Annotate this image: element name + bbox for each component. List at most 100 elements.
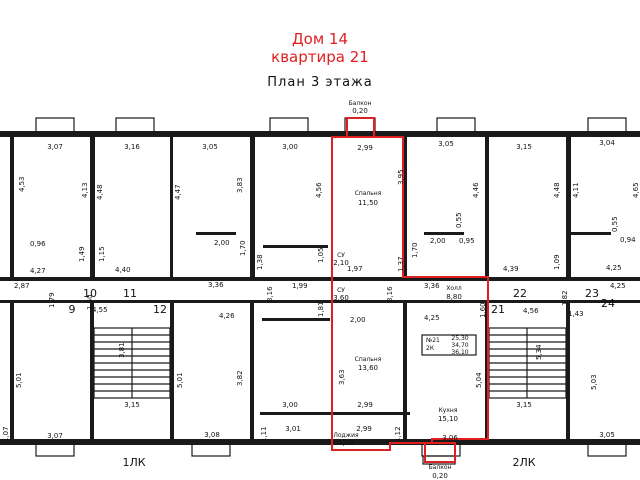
plan-title: План 3 этажа <box>267 75 373 90</box>
svg-text:4,25: 4,25 <box>610 282 626 290</box>
loggia-name: Лоджия <box>333 432 359 439</box>
corridor-wall-top <box>0 277 640 281</box>
apt-number-24: 24 <box>601 297 615 310</box>
svg-text:1,60: 1,60 <box>86 294 94 310</box>
svg-text:5,04: 5,04 <box>475 372 483 388</box>
hall-name: Холл <box>446 285 462 292</box>
svg-text:4,55: 4,55 <box>92 306 108 314</box>
balcony-bottom-area: 0,20 <box>432 472 448 480</box>
apt-number-23: 23 <box>585 287 599 300</box>
svg-text:3,00: 3,00 <box>282 143 298 151</box>
svg-text:4,56: 4,56 <box>523 307 539 315</box>
svg-text:3,05: 3,05 <box>599 431 615 439</box>
svg-text:4,48: 4,48 <box>553 182 561 198</box>
balcony-bottom-outline <box>424 442 456 463</box>
apt-area-2: 34,70 <box>451 342 468 349</box>
svg-text:4,11: 4,11 <box>572 182 580 198</box>
balcony-top-name: Балкон <box>349 100 372 107</box>
svg-text:5,34: 5,34 <box>535 344 543 360</box>
svg-text:3,05: 3,05 <box>202 143 218 151</box>
svg-text:4,13: 4,13 <box>81 182 89 198</box>
apartment-title: квартира 21 <box>271 48 369 66</box>
south-wall <box>0 439 640 445</box>
svg-text:3,06: 3,06 <box>442 434 458 442</box>
hall-area: 8,80 <box>446 293 462 301</box>
svg-text:2,99: 2,99 <box>357 144 373 152</box>
balcony-top-outline <box>346 117 375 138</box>
svg-text:1,82: 1,82 <box>561 290 569 306</box>
bedroom2-name: Спальня <box>355 356 382 363</box>
svg-text:4,25: 4,25 <box>606 264 622 272</box>
svg-text:3,07: 3,07 <box>47 432 63 440</box>
apartment-21-outline <box>331 136 489 451</box>
apt-number-10: 10 <box>83 287 97 300</box>
svg-text:1,15: 1,15 <box>98 246 106 262</box>
svg-text:3,95: 3,95 <box>397 169 405 185</box>
svg-text:3,07: 3,07 <box>47 143 63 151</box>
svg-text:3,82: 3,82 <box>236 370 244 386</box>
apt-number-21: 21 <box>491 303 505 316</box>
svg-text:4,48: 4,48 <box>96 184 104 200</box>
svg-text:3,15: 3,15 <box>124 401 140 409</box>
svg-text:3,04: 3,04 <box>599 139 615 147</box>
svg-text:3,15: 3,15 <box>516 143 532 151</box>
svg-text:3,16: 3,16 <box>266 286 274 302</box>
bedroom1-area: 11,50 <box>358 199 378 207</box>
svg-text:4,65: 4,65 <box>632 182 640 198</box>
svg-text:3,08: 3,08 <box>204 431 220 439</box>
svg-text:3,81: 3,81 <box>118 342 126 358</box>
svg-text:4,47: 4,47 <box>174 184 182 200</box>
stairs-left <box>93 327 171 399</box>
svg-text:0,96: 0,96 <box>30 240 46 248</box>
svg-text:4,39: 4,39 <box>503 265 519 273</box>
stair-label-right: 2ЛК <box>512 456 535 469</box>
dims-upper: 3,07 3,16 3,05 3,00 2,99 3,05 3,15 3,04 … <box>14 139 636 324</box>
svg-text:1,07: 1,07 <box>2 426 10 442</box>
bathroom2-name: СУ <box>337 287 345 294</box>
svg-text:4,26: 4,26 <box>219 312 235 320</box>
house-title: Дом 14 <box>291 30 349 48</box>
svg-text:3,15: 3,15 <box>516 401 532 409</box>
balcony-bottom-name: Балкон <box>429 464 452 471</box>
bedroom1-name: Спальня <box>355 190 382 197</box>
svg-text:3,05: 3,05 <box>438 140 454 148</box>
svg-text:4,56: 4,56 <box>315 182 323 198</box>
svg-text:4,27: 4,27 <box>30 267 46 275</box>
svg-text:3,16: 3,16 <box>386 286 394 302</box>
apt-info-box <box>421 334 477 356</box>
svg-text:3,63: 3,63 <box>338 369 346 385</box>
kitchen-area: 15,10 <box>438 415 458 423</box>
apt-type: 2К <box>426 345 435 352</box>
kitchen-name: Кухня <box>439 407 458 414</box>
svg-text:5,01: 5,01 <box>15 372 23 388</box>
svg-text:3,16: 3,16 <box>124 143 140 151</box>
svg-text:2,99: 2,99 <box>356 425 372 433</box>
bedroom2-area: 13,60 <box>358 364 378 372</box>
stairs-right <box>488 327 567 399</box>
top-windows <box>35 117 627 133</box>
svg-text:3,36: 3,36 <box>424 282 440 290</box>
svg-text:1,12: 1,12 <box>394 426 402 442</box>
svg-text:1,60: 1,60 <box>479 302 487 318</box>
svg-text:1,43: 1,43 <box>568 310 584 318</box>
svg-text:1,09: 1,09 <box>553 254 561 270</box>
dims-vertical: 4,53 4,13 4,48 4,47 3,83 4,56 3,95 4,46 … <box>2 169 640 442</box>
svg-text:1,97: 1,97 <box>347 265 363 273</box>
svg-text:2,99: 2,99 <box>357 401 373 409</box>
bathroom1-area: 2,10 <box>333 259 349 267</box>
bathroom1-name: СУ <box>337 252 345 259</box>
svg-text:4,40: 4,40 <box>115 266 131 274</box>
svg-text:1,79: 1,79 <box>48 292 56 308</box>
apt-number-22: 22 <box>513 287 527 300</box>
apt-number-11: 11 <box>123 287 137 300</box>
apt-area-3: 36,10 <box>451 349 468 356</box>
svg-text:1,70: 1,70 <box>411 242 419 258</box>
dims-lower: 3,15 3,00 2,99 3,15 3,07 3,08 3,01 2,99 … <box>47 401 615 442</box>
svg-text:1,37: 1,37 <box>397 256 405 272</box>
svg-text:3,00: 3,00 <box>282 401 298 409</box>
north-wall <box>0 131 640 137</box>
svg-text:2,00: 2,00 <box>430 237 446 245</box>
svg-text:0,95: 0,95 <box>459 237 475 245</box>
svg-text:4,53: 4,53 <box>18 176 26 192</box>
